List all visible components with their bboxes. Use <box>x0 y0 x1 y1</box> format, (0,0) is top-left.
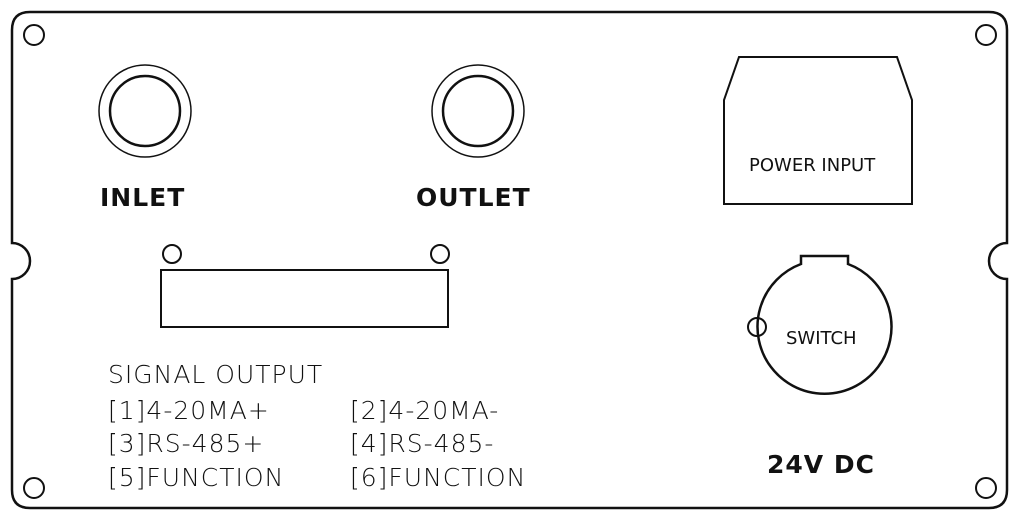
outlet-label: OUTLET <box>416 183 531 212</box>
switch-connector <box>747 254 893 395</box>
outlet-port <box>431 64 525 158</box>
signal-connector <box>160 244 450 328</box>
pin-6-label: [6]FUNCTION <box>350 463 527 492</box>
signal-output-title: SIGNAL OUTPUT <box>108 360 324 389</box>
panel-outline <box>10 10 1009 510</box>
pin-4-label: [4]RS-485- <box>350 429 495 458</box>
inlet-port <box>98 64 192 158</box>
mounting-hole-top-right <box>975 24 997 46</box>
pin-5-label: [5]FUNCTION <box>108 463 285 492</box>
pin-1-label: [1]4-20MA+ <box>108 396 270 425</box>
power-input-label: POWER INPUT <box>749 155 876 176</box>
voltage-label: 24V DC <box>767 450 875 479</box>
mounting-hole-bottom-left <box>23 477 45 499</box>
switch-label: SWITCH <box>786 328 857 349</box>
power-input-connector <box>723 56 913 205</box>
mounting-hole-bottom-right <box>975 477 997 499</box>
pin-2-label: [2]4-20MA- <box>350 396 500 425</box>
mounting-hole-top-left <box>23 24 45 46</box>
pin-3-label: [3]RS-485+ <box>108 429 265 458</box>
inlet-label: INLET <box>100 183 186 212</box>
